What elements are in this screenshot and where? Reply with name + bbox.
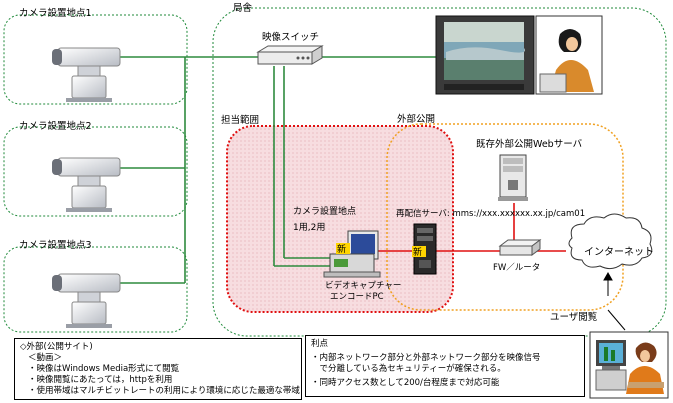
station-label: 局舎 (233, 3, 253, 14)
camera-site-label-2: カメラ設置地点2 (19, 120, 92, 132)
monitor-tv-icon (435, 15, 535, 95)
note-line: で分離している為セキュリティーが確保される。 (311, 364, 506, 374)
camera-point-label: カメラ設置地点 (293, 205, 356, 217)
note-title: ◇外部(公開サイト) (20, 342, 93, 352)
external-site-note: ◇外部(公開サイト) ＜動画＞ ・映像はWindows Media形式にて閲覧 … (14, 338, 302, 400)
video-switch-icon (256, 45, 324, 65)
camera-site-box-2 (3, 126, 188, 217)
router-icon (498, 239, 542, 256)
new-badge-capture: 新 (336, 243, 350, 255)
web-server-icon (498, 154, 528, 201)
capture-pc-label-line1: ビデオキャプチャー (325, 280, 401, 291)
note-title: 利点 (311, 339, 329, 349)
camera-icon (52, 273, 121, 328)
svg-text:新: 新 (413, 246, 422, 258)
advantages-note: 利点 ・内部ネットワーク部分と外部ネットワーク部分を映像信号 で分離している為セ… (305, 335, 585, 397)
camera-site-box-1 (3, 14, 188, 105)
external-public-label: 外部公開 (397, 113, 435, 125)
note-line: ・同時アクセス数として200/台程度まで対応可能 (311, 378, 500, 388)
user-view-label: ユーザ閲覧 (550, 311, 598, 323)
note-line: ・内部ネットワーク部分と外部ネットワーク部分を映像信号 (311, 353, 541, 363)
new-badge-server: 新 (412, 246, 426, 258)
user-access-arrow (603, 271, 626, 331)
svg-text:新: 新 (337, 243, 346, 255)
capture-pc-label-line2: エンコードPC (330, 292, 384, 302)
video-switch-label: 映像スイッチ (262, 31, 319, 43)
remote-user-icon (589, 331, 669, 399)
camera-icon (52, 157, 121, 212)
operator-person-icon (535, 15, 603, 95)
note-line: ・映像はWindows Media形式にて閲覧 (28, 364, 180, 374)
web-server-label: 既存外部公開Webサーバ (476, 138, 583, 150)
camera-site-box-3 (3, 246, 188, 333)
camera-site-label-1: カメラ設置地点1 (19, 7, 92, 19)
capture-encode-pc-icon (323, 230, 381, 278)
note-line: ・使用帯域はマルチビットレートの利用により環境に応じた最適な帯域 (28, 386, 300, 396)
green-connections (120, 56, 436, 284)
internet-label: インターネット (584, 246, 654, 258)
camera-site-label-3: カメラ設置地点3 (19, 239, 92, 251)
camera-point-sublabel: 1用,2用 (293, 222, 325, 233)
note-line: ・映像閲覧にあたっては，httpを利用 (28, 375, 173, 385)
internet-cloud-icon (568, 213, 653, 270)
responsibility-area-label: 担当範囲 (221, 114, 259, 126)
camera-icon (52, 47, 121, 102)
redistribution-server-label: 再配信サーバ: mms://xxx.xxxxxx.xx.jp/cam01 (396, 208, 585, 219)
note-subtitle: ＜動画＞ (28, 353, 63, 363)
router-label: FW／ルータ (493, 263, 540, 273)
